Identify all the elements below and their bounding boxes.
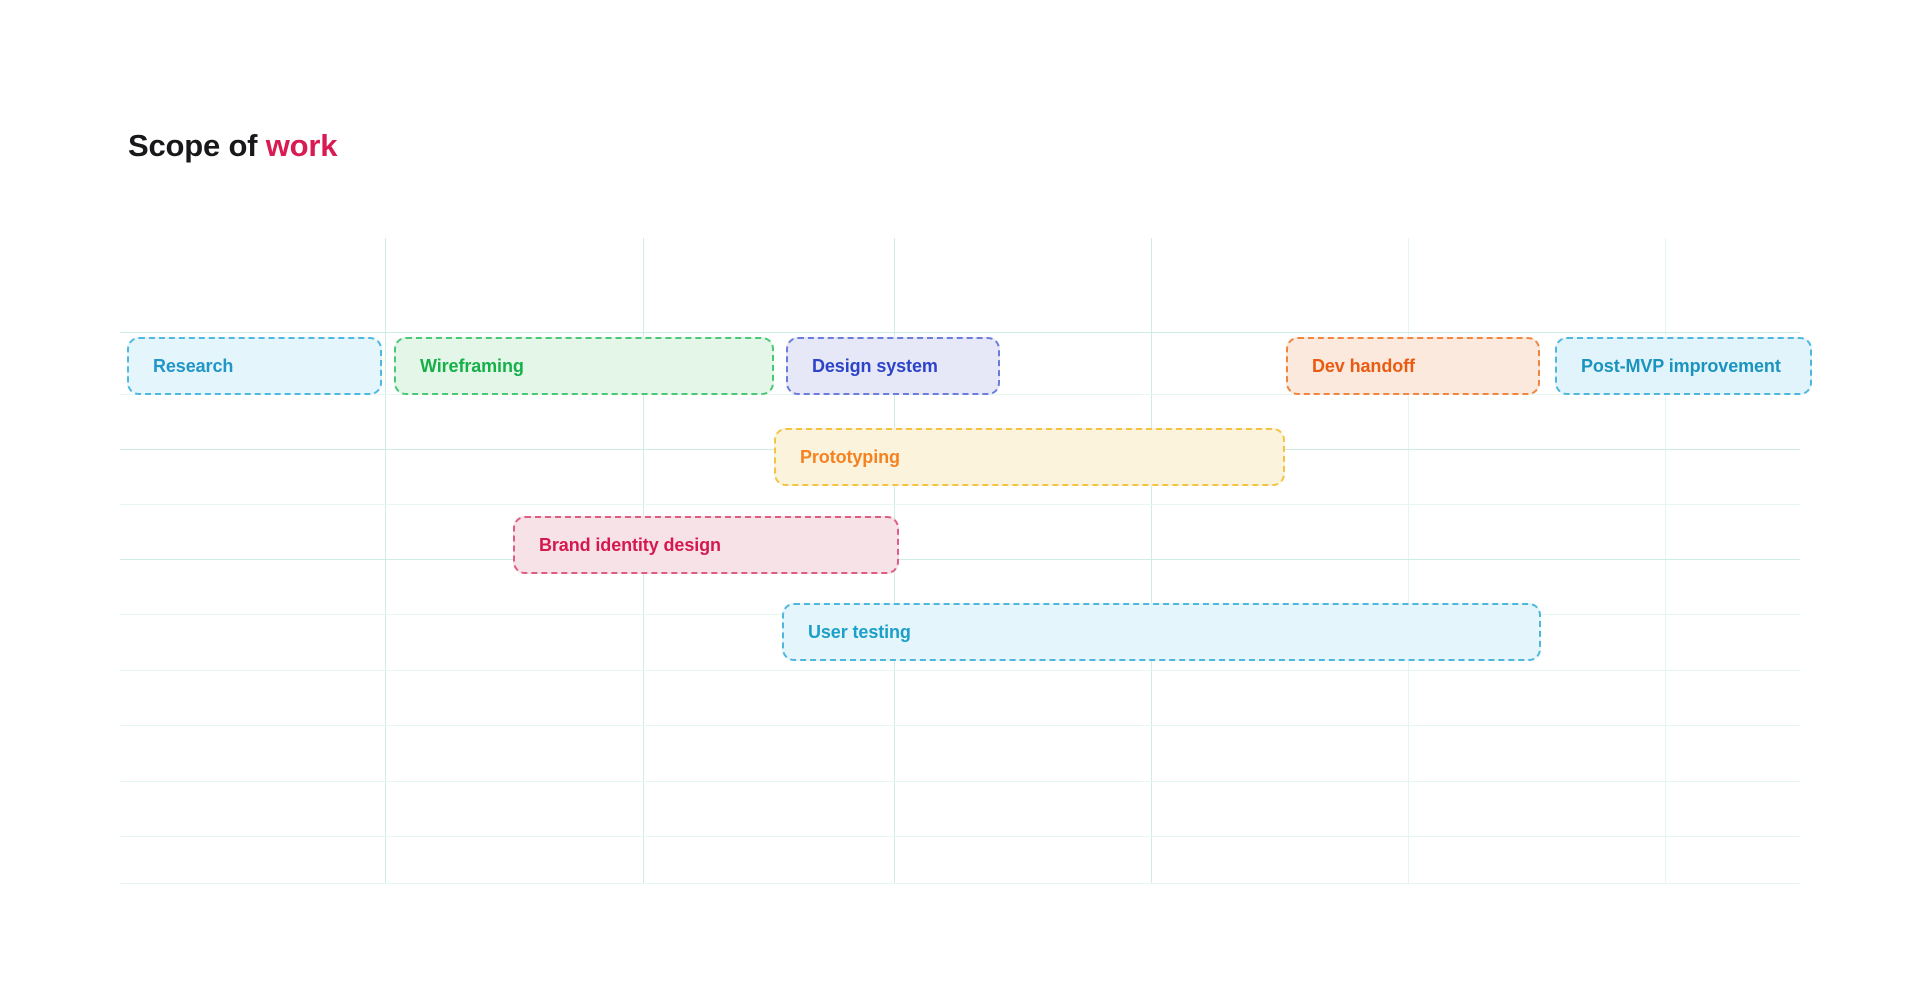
gantt-bar-wireframing[interactable]: Wireframing xyxy=(394,337,774,395)
gantt-bar-design-system[interactable]: Design system xyxy=(786,337,1000,395)
gantt-bar-label: Post-MVP improvement xyxy=(1581,355,1781,376)
gantt-bar-label: Brand identity design xyxy=(539,534,721,555)
gantt-bar-label: Wireframing xyxy=(420,355,524,376)
gantt-bar-research[interactable]: Research xyxy=(127,337,382,395)
gantt-bar-label: Design system xyxy=(812,355,938,376)
gantt-bar-user-testing[interactable]: User testing xyxy=(782,603,1541,661)
gantt-bar-label: Dev handoff xyxy=(1312,355,1415,376)
gantt-bar-brand-identity-design[interactable]: Brand identity design xyxy=(513,516,899,574)
page-title-accent: work xyxy=(265,128,338,163)
gantt-bar-dev-handoff[interactable]: Dev handoff xyxy=(1286,337,1540,395)
page-title: Scope of work xyxy=(128,128,337,164)
gantt-bar-prototyping[interactable]: Prototyping xyxy=(774,428,1285,486)
gantt-bar-label: Research xyxy=(153,355,234,376)
page-title-prefix: Scope of xyxy=(128,128,266,163)
gantt-bar-post-mvp-improvement[interactable]: Post-MVP improvement xyxy=(1555,337,1812,395)
gantt-bar-label: Prototyping xyxy=(800,446,900,467)
gantt-bar-label: User testing xyxy=(808,621,911,642)
